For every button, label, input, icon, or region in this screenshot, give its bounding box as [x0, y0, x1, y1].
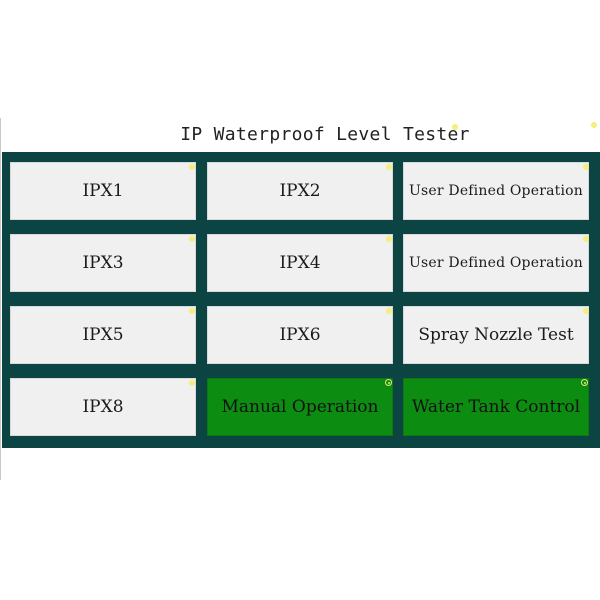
ipx6-indicator-icon — [386, 308, 392, 314]
ipx1-indicator-icon — [189, 164, 195, 170]
ipx1-button[interactable]: IPX1 — [10, 162, 196, 220]
corner-indicator-icon — [591, 122, 597, 128]
water-tank-control-button[interactable]: Water Tank Control — [403, 378, 589, 436]
manual-operation-indicator-icon — [385, 379, 392, 386]
ipx5-button[interactable]: IPX5 — [10, 306, 196, 364]
ipx8-button[interactable]: IPX8 — [10, 378, 196, 436]
user-defined-2-indicator-icon — [583, 236, 589, 242]
spray-nozzle-test-button[interactable]: Spray Nozzle Test — [403, 306, 589, 364]
ipx3-button[interactable]: IPX3 — [10, 234, 196, 292]
user-defined-operation-2-button[interactable]: User Defined Operation — [403, 234, 589, 292]
ipx5-indicator-icon — [189, 308, 195, 314]
ipx3-indicator-icon — [189, 236, 195, 242]
spray-nozzle-indicator-icon — [583, 308, 589, 314]
ipx2-indicator-icon — [386, 164, 392, 170]
ipx4-button[interactable]: IPX4 — [207, 234, 393, 292]
title-indicator-icon — [452, 124, 458, 130]
ipx2-button[interactable]: IPX2 — [207, 162, 393, 220]
ipx6-button[interactable]: IPX6 — [207, 306, 393, 364]
manual-operation-button[interactable]: Manual Operation — [207, 378, 393, 436]
page-title: IP Waterproof Level Tester — [180, 124, 470, 145]
screen-edge — [0, 118, 1, 480]
user-defined-1-indicator-icon — [583, 164, 589, 170]
ipx8-indicator-icon — [189, 380, 195, 386]
user-defined-operation-1-button[interactable]: User Defined Operation — [403, 162, 589, 220]
ipx4-indicator-icon — [386, 236, 392, 242]
water-tank-indicator-icon — [581, 379, 588, 386]
